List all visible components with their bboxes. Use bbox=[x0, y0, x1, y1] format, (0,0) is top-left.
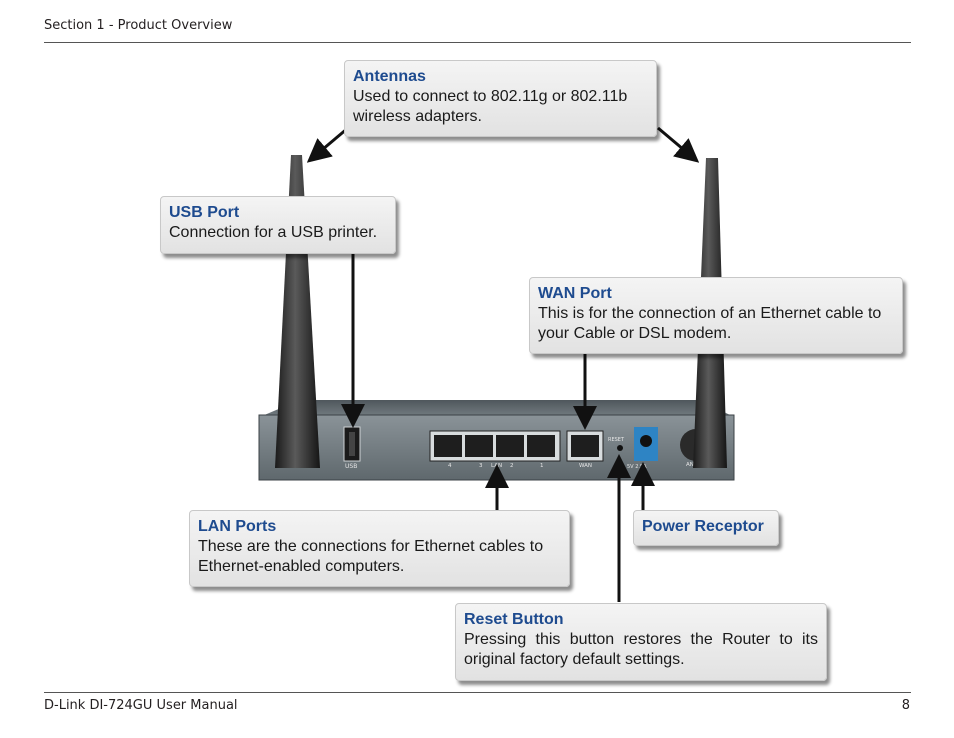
usb-silk-label: USB bbox=[345, 463, 357, 470]
reset-button-title: Reset Button bbox=[464, 611, 564, 628]
wan-silk-label: WAN bbox=[579, 463, 592, 469]
lan-port-number: 2 bbox=[510, 463, 514, 469]
lan-port-number: 1 bbox=[540, 463, 544, 469]
page-number: 8 bbox=[901, 698, 910, 713]
lan-silk-label: LAN bbox=[491, 463, 502, 469]
lan-port-number: 4 bbox=[448, 463, 452, 469]
ant-silk-label: ANT bbox=[686, 462, 698, 468]
power-receptor-callout: Power Receptor bbox=[633, 510, 779, 546]
wan-port-title: WAN Port bbox=[538, 285, 612, 302]
lan-ports-description: These are the connections for Ethernet c… bbox=[198, 538, 544, 575]
pointer-arrows bbox=[306, 126, 700, 602]
antennas-callout: Antennas Used to connect to 802.11g or 8… bbox=[344, 60, 657, 137]
usb-port-title: USB Port bbox=[169, 204, 240, 221]
usb-port-callout: USB Port Connection for a USB printer. bbox=[160, 196, 396, 254]
antennas-title: Antennas bbox=[353, 68, 426, 85]
header-rule bbox=[44, 42, 911, 43]
reset-silk-label: RESET bbox=[608, 437, 625, 443]
lan-ports-callout: LAN Ports These are the connections for … bbox=[189, 510, 570, 587]
wan-port-callout: WAN Port This is for the connection of a… bbox=[529, 277, 903, 354]
footer-rule bbox=[44, 692, 911, 693]
lan-port-number: 3 bbox=[479, 463, 483, 469]
lan-ports bbox=[429, 430, 561, 462]
usb-port-description: Connection for a USB printer. bbox=[169, 224, 378, 241]
section-header: Section 1 - Product Overview bbox=[44, 18, 233, 33]
left-antenna bbox=[275, 155, 320, 468]
wan-port-description: This is for the connection of an Etherne… bbox=[538, 305, 882, 342]
power-silk-label: 5V 2.5A bbox=[627, 464, 647, 470]
reset-button-description: Pressing this button restores the Router… bbox=[464, 631, 818, 668]
antennas-description: Used to connect to 802.11g or 802.11b wi… bbox=[353, 88, 628, 125]
power-receptor-title: Power Receptor bbox=[642, 518, 764, 535]
lan-ports-title: LAN Ports bbox=[198, 518, 277, 535]
reset-hole bbox=[617, 445, 623, 451]
footer-manual-title: D-Link DI-724GU User Manual bbox=[44, 698, 238, 713]
reset-button-callout: Reset Button Pressing this button restor… bbox=[455, 603, 827, 681]
